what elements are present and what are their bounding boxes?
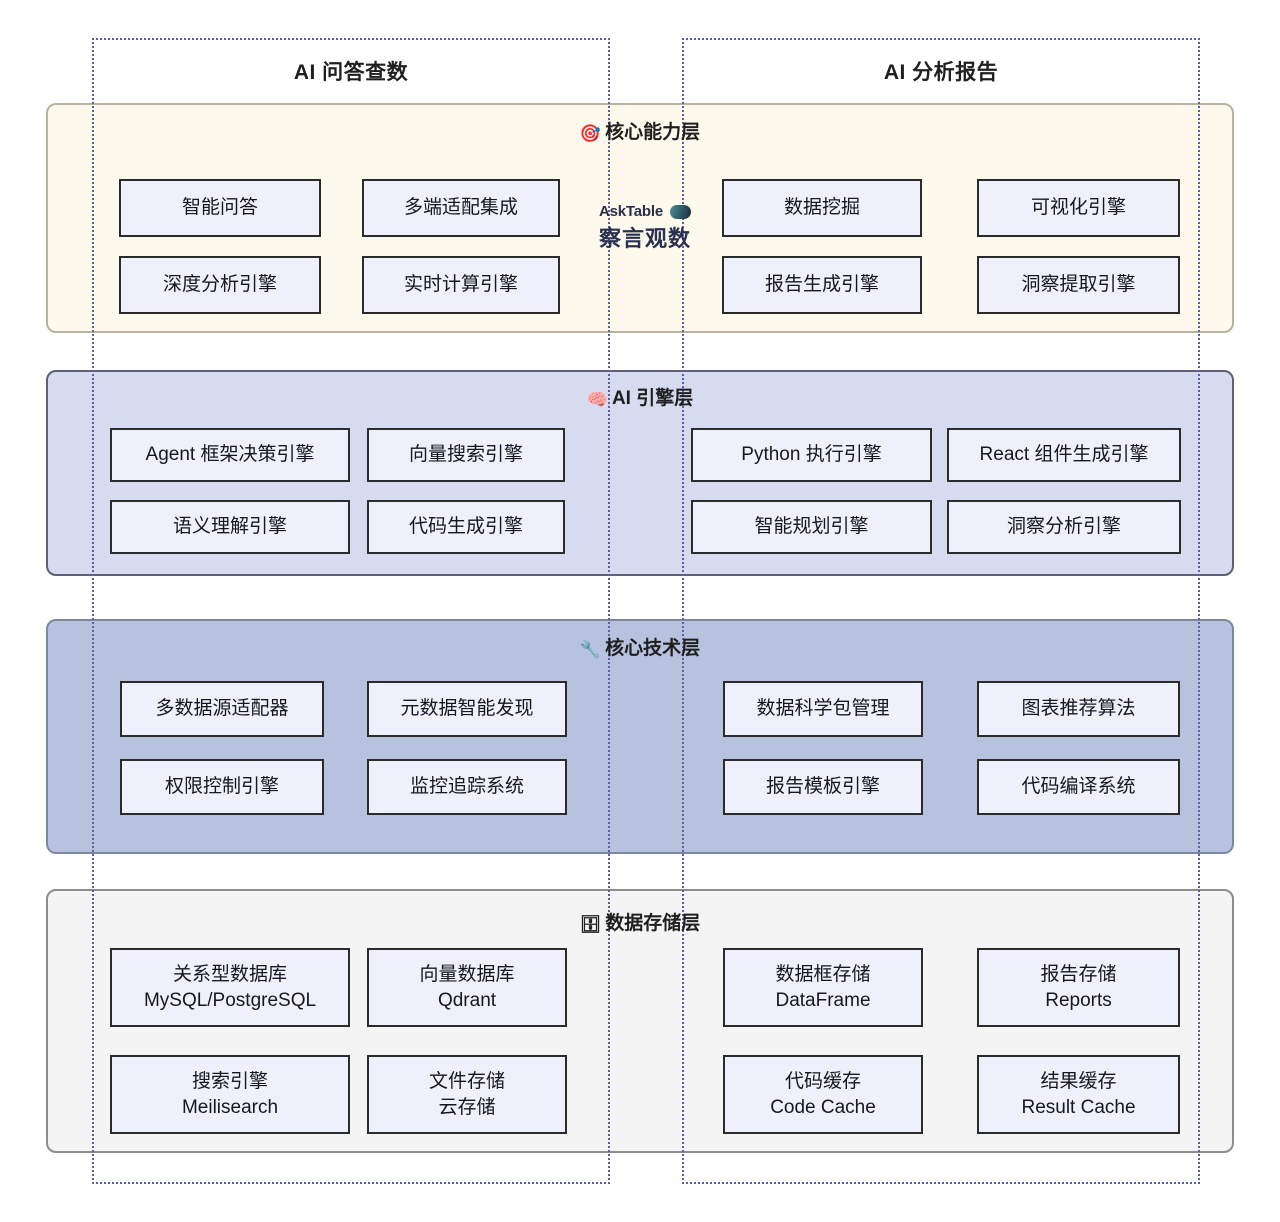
logo-wordmark: AskTable bbox=[599, 203, 663, 220]
box-storage-l3-sub: Meilisearch bbox=[181, 1096, 279, 1118]
box-storage-l1-sub: MySQL/PostgreSQL bbox=[143, 989, 317, 1011]
layer-title-capability-text: 核心能力层 bbox=[605, 122, 701, 143]
box-aiengine-l1[interactable]: Agent 框架决策引擎 bbox=[110, 428, 350, 482]
box-aiengine-l2[interactable]: 向量搜索引擎 bbox=[367, 428, 565, 482]
box-coretech-r4[interactable]: 代码编译系统 bbox=[977, 759, 1180, 815]
box-aiengine-l3[interactable]: 语义理解引擎 bbox=[110, 500, 350, 554]
wrench-icon: 🔧 bbox=[579, 640, 602, 660]
box-coretech-l4[interactable]: 监控追踪系统 bbox=[367, 759, 567, 815]
asktable-logo: AskTable 察言观数 bbox=[575, 203, 715, 253]
box-storage-r1-sub: DataFrame bbox=[775, 989, 871, 1011]
box-coretech-l2[interactable]: 元数据智能发现 bbox=[367, 681, 567, 737]
box-coretech-r1[interactable]: 数据科学包管理 bbox=[723, 681, 923, 737]
layer-title-coretech: 🔧核心技术层 bbox=[0, 633, 1280, 660]
box-capability-l1[interactable]: 智能问答 bbox=[119, 179, 321, 237]
box-coretech-l1[interactable]: 多数据源适配器 bbox=[120, 681, 324, 737]
box-storage-r4[interactable]: 结果缓存 Result Cache bbox=[977, 1055, 1180, 1134]
layer-title-storage: 🗄数据存储层 bbox=[0, 908, 1280, 935]
box-capability-r1[interactable]: 数据挖掘 bbox=[722, 179, 922, 237]
lane-title-report: AI 分析报告 bbox=[883, 61, 999, 84]
box-aiengine-r2[interactable]: React 组件生成引擎 bbox=[947, 428, 1181, 482]
box-storage-l1-title: 关系型数据库 bbox=[172, 964, 287, 986]
box-storage-r3[interactable]: 代码缓存 Code Cache bbox=[723, 1055, 923, 1134]
box-storage-l1[interactable]: 关系型数据库 MySQL/PostgreSQL bbox=[110, 948, 350, 1027]
box-storage-l2-title: 向量数据库 bbox=[419, 964, 515, 986]
layer-title-aiengine: 🧠AI 引擎层 bbox=[0, 383, 1280, 410]
box-storage-l2[interactable]: 向量数据库 Qdrant bbox=[367, 948, 567, 1027]
layer-title-coretech-text: 核心技术层 bbox=[605, 638, 701, 659]
box-storage-r1-title: 数据框存储 bbox=[775, 964, 871, 986]
box-storage-l3[interactable]: 搜索引擎 Meilisearch bbox=[110, 1055, 350, 1134]
box-coretech-r2[interactable]: 图表推荐算法 bbox=[977, 681, 1180, 737]
dart-target-icon: 🎯 bbox=[579, 124, 602, 144]
brain-icon: 🧠 bbox=[586, 390, 608, 410]
box-storage-r4-title: 结果缓存 bbox=[1040, 1071, 1117, 1093]
box-storage-l3-title: 搜索引擎 bbox=[191, 1071, 268, 1093]
capsule-logo-icon bbox=[669, 204, 691, 219]
lane-title-qa: AI 问答查数 bbox=[293, 61, 409, 84]
box-capability-r2[interactable]: 可视化引擎 bbox=[977, 179, 1180, 237]
box-storage-r2-sub: Reports bbox=[1045, 989, 1112, 1011]
box-storage-r2[interactable]: 报告存储 Reports bbox=[977, 948, 1180, 1027]
box-storage-l4-title: 文件存储 bbox=[428, 1071, 505, 1093]
layer-title-capability: 🎯核心能力层 bbox=[0, 117, 1280, 144]
box-aiengine-l4[interactable]: 代码生成引擎 bbox=[367, 500, 565, 554]
layer-title-storage-text: 数据存储层 bbox=[605, 913, 701, 934]
layer-title-aiengine-text: AI 引擎层 bbox=[611, 388, 694, 409]
box-capability-l2[interactable]: 多端适配集成 bbox=[362, 179, 560, 237]
box-storage-l4-sub: 云存储 bbox=[438, 1096, 496, 1118]
box-storage-r3-sub: Code Cache bbox=[770, 1096, 876, 1118]
box-storage-r3-title: 代码缓存 bbox=[784, 1071, 861, 1093]
box-storage-r4-sub: Result Cache bbox=[1021, 1096, 1136, 1118]
box-coretech-r3[interactable]: 报告模板引擎 bbox=[723, 759, 923, 815]
box-coretech-l3[interactable]: 权限控制引擎 bbox=[120, 759, 324, 815]
logo-wordmark-row: AskTable bbox=[575, 203, 715, 220]
box-capability-l4[interactable]: 实时计算引擎 bbox=[362, 256, 560, 314]
box-aiengine-r3[interactable]: 智能规划引擎 bbox=[691, 500, 932, 554]
box-storage-r1[interactable]: 数据框存储 DataFrame bbox=[723, 948, 923, 1027]
box-aiengine-r4[interactable]: 洞察分析引擎 bbox=[947, 500, 1181, 554]
file-cabinet-icon: 🗄 bbox=[579, 915, 602, 935]
logo-chinese-name: 察言观数 bbox=[598, 226, 691, 252]
box-capability-l3[interactable]: 深度分析引擎 bbox=[119, 256, 321, 314]
box-storage-l4[interactable]: 文件存储 云存储 bbox=[367, 1055, 567, 1134]
box-capability-r4[interactable]: 洞察提取引擎 bbox=[977, 256, 1180, 314]
box-capability-r3[interactable]: 报告生成引擎 bbox=[722, 256, 922, 314]
box-storage-l2-sub: Qdrant bbox=[437, 989, 497, 1011]
box-aiengine-r1[interactable]: Python 执行引擎 bbox=[691, 428, 932, 482]
box-storage-r2-title: 报告存储 bbox=[1040, 964, 1117, 986]
